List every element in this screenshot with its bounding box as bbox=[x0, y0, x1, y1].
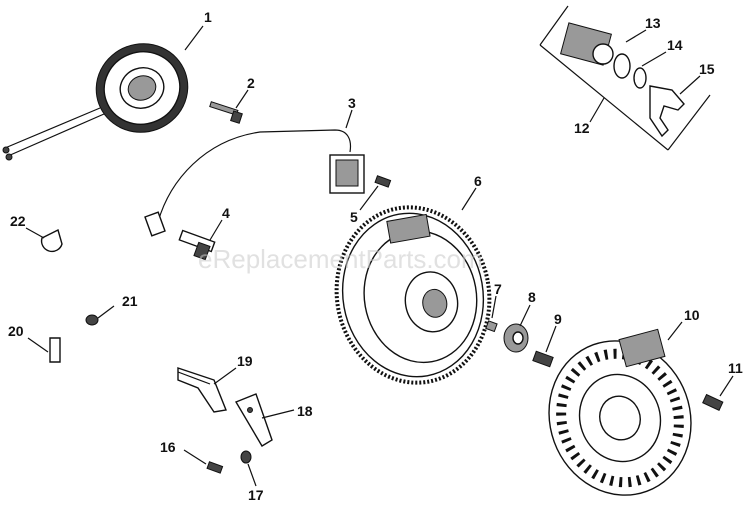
small-washer-part bbox=[240, 450, 252, 464]
ignition-module-part bbox=[144, 129, 365, 237]
label-6: 6 bbox=[474, 173, 482, 189]
label-14: 14 bbox=[667, 37, 683, 53]
label-3: 3 bbox=[348, 95, 356, 111]
label-18: 18 bbox=[297, 403, 313, 419]
bracket-part bbox=[234, 393, 273, 447]
clamp-part bbox=[40, 228, 63, 253]
label-17: 17 bbox=[248, 487, 264, 503]
label-19: 19 bbox=[237, 353, 253, 369]
label-20: 20 bbox=[8, 323, 24, 339]
nut-part bbox=[85, 314, 99, 326]
label-8: 8 bbox=[528, 289, 536, 305]
label-15: 15 bbox=[699, 61, 715, 77]
label-22: 22 bbox=[10, 213, 26, 229]
watermark-text: eReplacementParts.com bbox=[198, 244, 483, 274]
label-4: 4 bbox=[222, 205, 230, 221]
label-12: 12 bbox=[574, 120, 590, 136]
label-5: 5 bbox=[350, 209, 358, 225]
label-21: 21 bbox=[122, 293, 138, 309]
clip-part bbox=[49, 337, 61, 363]
label-9: 9 bbox=[554, 311, 562, 327]
lever-part bbox=[177, 367, 227, 413]
leader-lines bbox=[25, 25, 734, 487]
switch-key-part bbox=[649, 85, 685, 138]
washer-part bbox=[503, 323, 529, 353]
small-screw-part bbox=[206, 461, 224, 474]
screw-part bbox=[374, 175, 392, 188]
label-7: 7 bbox=[494, 281, 502, 297]
part-labels: 1 2 3 4 5 6 7 8 9 10 11 12 13 14 15 16 1… bbox=[8, 9, 743, 503]
label-2: 2 bbox=[247, 75, 255, 91]
label-10: 10 bbox=[684, 307, 700, 323]
spark-plug-part bbox=[178, 229, 216, 261]
bolt-part bbox=[209, 101, 243, 124]
label-1: 1 bbox=[204, 9, 212, 25]
label-11: 11 bbox=[728, 360, 743, 376]
flywheel-bolt-part bbox=[532, 350, 554, 368]
fan-part bbox=[548, 328, 692, 496]
stator-part bbox=[2, 43, 189, 161]
fan-screw-part bbox=[702, 393, 724, 411]
switch-assembly-group bbox=[539, 5, 711, 151]
label-16: 16 bbox=[160, 439, 176, 455]
label-13: 13 bbox=[645, 15, 661, 31]
key-part bbox=[485, 320, 498, 333]
flywheel-part bbox=[334, 205, 492, 385]
